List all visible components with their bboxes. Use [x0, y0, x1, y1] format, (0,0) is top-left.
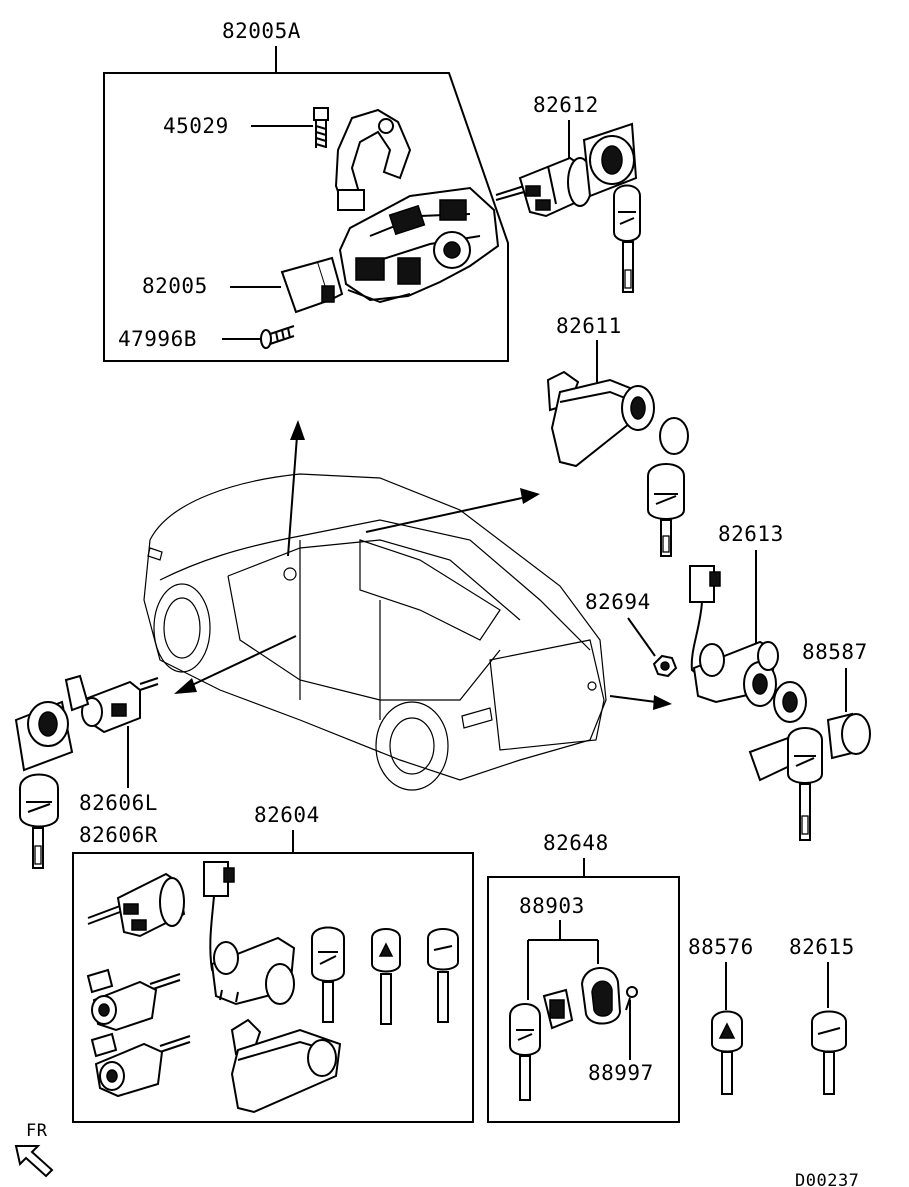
- key-tag-icon: [659, 417, 689, 455]
- lock-cap-88587-icon: [826, 712, 871, 760]
- transponder-key-icon: [613, 184, 641, 293]
- transponder-kit-box: [487, 876, 680, 1123]
- transponder-key-icon: [509, 1003, 541, 1101]
- connector-icon: [203, 861, 235, 981]
- drawing-code: D00237: [795, 1171, 859, 1187]
- transponder-key-icon: [787, 727, 823, 841]
- transponder-chip-icon: [542, 988, 574, 1030]
- door-lock-cylinder-icon: [64, 674, 159, 734]
- callout-88903[interactable]: 88903: [519, 894, 585, 918]
- key-cover-icon: [580, 967, 622, 1025]
- callout-82613[interactable]: 82613: [718, 522, 784, 546]
- tailgate-lock-cylinder-icon: [692, 640, 779, 707]
- key-icon: [711, 1010, 743, 1095]
- steering-lock-housing-icon: [334, 108, 412, 211]
- key-reminder-switch-icon: [280, 256, 344, 314]
- callout-82606L[interactable]: 82606L: [79, 791, 158, 815]
- callout-47996B[interactable]: 47996B: [118, 327, 197, 351]
- callout-82615[interactable]: 82615: [789, 935, 855, 959]
- vehicle-outline-icon: [143, 473, 607, 791]
- key-icon: [427, 928, 459, 1023]
- door-lock-cylinder-icon: [86, 968, 181, 1032]
- ignition-switch-box: [103, 72, 509, 362]
- callout-45029[interactable]: 45029: [163, 114, 229, 138]
- tailgate-lock-group: 82613 82694 88587: [585, 522, 871, 841]
- callout-82648[interactable]: 82648: [543, 831, 609, 855]
- door-lock-cylinder-group: 82606L 82606R: [14, 674, 159, 869]
- key-icon: [371, 928, 401, 1025]
- callout-88576[interactable]: 88576: [688, 935, 754, 959]
- transponder-key-icon: [647, 463, 685, 557]
- key-tag-icon: [748, 681, 807, 782]
- transponder-key-icon: [311, 926, 345, 1023]
- key-cylinder-icon: [87, 872, 186, 938]
- tailgate-handle-group: 82611: [546, 314, 689, 557]
- key-icon: [811, 1010, 847, 1095]
- ignition-key-cylinder-group: 82612: [495, 93, 641, 293]
- key-tag-icon: [582, 122, 638, 198]
- lock-set-box: [72, 852, 474, 1123]
- connector-icon: [689, 565, 721, 681]
- screw-45029-icon: [313, 107, 329, 148]
- callout-82606R[interactable]: 82606R: [79, 823, 158, 847]
- key-tag-icon: [14, 700, 74, 772]
- screw-47996B-icon: [260, 325, 295, 349]
- transponder-key-icon: [19, 773, 59, 869]
- callout-88997[interactable]: 88997: [588, 1061, 654, 1085]
- transponder-key-kit-group: 82648 88903 88997: [487, 831, 680, 1123]
- door-handle-icon: [230, 1018, 342, 1114]
- screw-88997-icon: [625, 986, 638, 1011]
- callout-88587[interactable]: 88587: [802, 640, 868, 664]
- spare-keys-group: 88576 82615: [688, 935, 855, 1095]
- door-handle-icon: [546, 370, 655, 468]
- grommet-82694-icon: [652, 654, 678, 678]
- key-cylinder-icon: [495, 156, 593, 218]
- callout-82005[interactable]: 82005: [142, 274, 208, 298]
- callout-82005A[interactable]: 82005A: [222, 19, 301, 43]
- callout-82611[interactable]: 82611: [556, 314, 622, 338]
- front-direction-indicator: FR: [14, 1121, 54, 1178]
- direction-label: FR: [26, 1121, 48, 1141]
- pointer-arrows: [174, 420, 672, 710]
- front-direction-arrow-icon: [14, 1145, 54, 1178]
- ignition-switch-group: 82005A 45029 82005: [103, 19, 509, 362]
- ignition-switch-assembly-icon: [338, 186, 500, 304]
- door-lock-cylinder-icon: [90, 1032, 191, 1098]
- lock-set-group: 82604: [72, 803, 474, 1123]
- callout-82604[interactable]: 82604: [254, 803, 320, 827]
- tailgate-lock-cylinder-icon: [210, 936, 296, 1006]
- callout-82612[interactable]: 82612: [533, 93, 599, 117]
- callout-82694[interactable]: 82694: [585, 590, 651, 614]
